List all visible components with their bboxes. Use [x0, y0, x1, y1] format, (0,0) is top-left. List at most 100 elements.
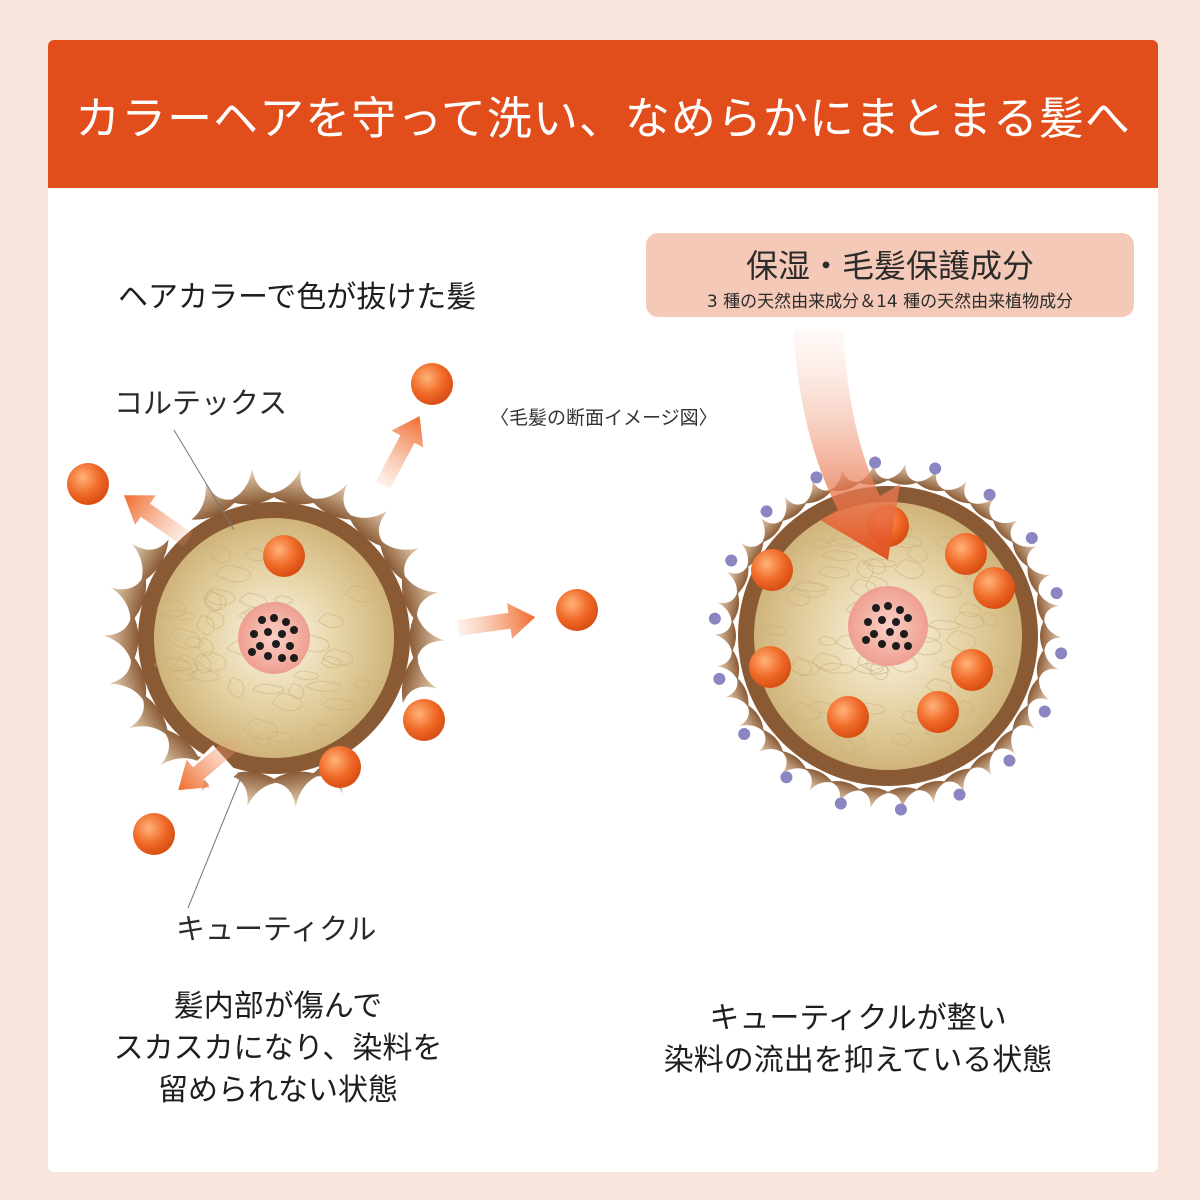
- cuticle-scale: [829, 780, 861, 803]
- cuticle-scale: [726, 564, 749, 595]
- cortex-cell: [790, 656, 812, 677]
- cortex-cell: [197, 637, 214, 656]
- cuticle-scale: [268, 771, 320, 808]
- protective-dot: [708, 612, 721, 625]
- medulla-dots-right: [862, 602, 912, 650]
- cuticle-scale: [886, 787, 919, 810]
- cortex-cell: [254, 733, 271, 748]
- cortex-cell: [203, 590, 222, 612]
- cuticle-scale: [129, 692, 169, 737]
- cuticle-scale: [717, 648, 740, 681]
- cortex-cell: [204, 591, 227, 611]
- cortex-cell: [310, 723, 337, 736]
- ingredient-title: 保湿・毛髪保護成分: [745, 247, 1034, 285]
- medulla-dot: [286, 642, 294, 650]
- cuticle-scale: [409, 612, 445, 664]
- cortex-cell: [894, 559, 924, 579]
- cortex-cell: [866, 558, 887, 575]
- cortex-cell: [156, 597, 187, 618]
- protective-dot: [953, 788, 966, 801]
- infographic-card: カラーヘアを守って洗い、なめらかにまとまる髪へ: [48, 40, 1158, 1172]
- medulla-right: [848, 586, 928, 666]
- escape-arrow: [456, 602, 536, 639]
- cuticle-scale: [401, 573, 439, 623]
- dye-particle: [67, 463, 109, 505]
- cuticle-scale: [1012, 540, 1037, 568]
- description-line: スカスカになり、染料を: [113, 1031, 443, 1066]
- cuticle-scale: [401, 653, 437, 703]
- cortex-cell: [318, 612, 344, 629]
- medulla-dot: [290, 654, 298, 662]
- cortex-cell: [352, 679, 371, 689]
- cuticle-scale: [758, 729, 784, 753]
- dye-particle: [945, 533, 987, 575]
- cuticle-scale: [741, 540, 764, 568]
- cortex-cell: [820, 549, 858, 562]
- cortex-cell: [271, 692, 303, 712]
- medulla-dot: [878, 640, 886, 648]
- medulla-dot: [264, 628, 272, 636]
- protective-dot: [810, 471, 823, 484]
- dye-particle: [403, 699, 445, 741]
- cortex-cell: [945, 629, 976, 651]
- medulla-dot: [896, 606, 904, 614]
- description-line: キューティクルが整い: [709, 1001, 1007, 1036]
- medulla-dot: [900, 630, 908, 638]
- dye-particle: [263, 535, 305, 577]
- cortex-cell: [790, 579, 827, 598]
- title-banner: カラーヘアを守って洗い、なめらかにまとまる髪へ: [48, 40, 1158, 188]
- cuticle-scale: [760, 517, 784, 543]
- protective-dot: [760, 505, 773, 518]
- cuticle-scale: [160, 728, 201, 766]
- cuticle-scale: [1027, 564, 1051, 595]
- cortex-cell: [958, 602, 981, 618]
- cuticle-scale: [1027, 677, 1050, 708]
- dye-particle: [751, 549, 793, 591]
- protective-dot: [869, 456, 882, 469]
- cortex-cell: [251, 683, 285, 695]
- cuticle-scale: [714, 620, 736, 652]
- cortex-cell: [957, 700, 974, 714]
- cuticle-scale: [943, 481, 972, 504]
- cortex-cell: [817, 662, 855, 674]
- cortex-cell: [817, 636, 836, 646]
- protective-dot: [780, 771, 793, 784]
- protective-dot: [1038, 705, 1051, 718]
- medulla-dot: [290, 626, 298, 634]
- dye-particle: [973, 567, 1015, 609]
- cortex-cell: [215, 564, 251, 583]
- cortex-cell: [853, 663, 890, 675]
- cuticle-scale: [886, 463, 919, 485]
- medulla-dot: [872, 604, 880, 612]
- cortex-cell: [304, 680, 342, 692]
- cuticle-leader-line: [187, 774, 243, 909]
- medulla-dot: [258, 616, 266, 624]
- dye-particle: [411, 363, 453, 405]
- cortex-cell: [167, 628, 201, 649]
- cuticle-scale: [191, 481, 239, 520]
- dye-particle: [951, 649, 993, 691]
- dye-particle: [319, 746, 361, 788]
- cortex-cell: [856, 559, 874, 579]
- protected-hair: [708, 330, 1068, 816]
- medulla-left: [238, 602, 310, 674]
- cortex-cell: [907, 544, 928, 563]
- cortex-cell: [160, 609, 196, 621]
- protective-dot: [713, 672, 726, 685]
- cortex-cell: [243, 718, 278, 740]
- medulla-dot: [278, 630, 286, 638]
- cortex-cell: [953, 611, 985, 629]
- cortex-cell: [321, 698, 357, 711]
- cuticle-scale: [103, 612, 139, 664]
- damaged-hair-heading: ヘアカラーで色が抜けた髪: [118, 280, 477, 315]
- cuticle-scale: [739, 704, 764, 732]
- cuticle-scale: [1036, 648, 1059, 681]
- medulla-dot: [270, 614, 278, 622]
- cortex-cell: [891, 732, 912, 746]
- cortex-cell: [238, 592, 267, 608]
- protective-dot: [929, 462, 942, 475]
- dye-particle: [827, 696, 869, 738]
- protective-dot: [834, 797, 847, 810]
- protective-dot: [894, 803, 907, 816]
- cuticle-scale: [943, 768, 972, 793]
